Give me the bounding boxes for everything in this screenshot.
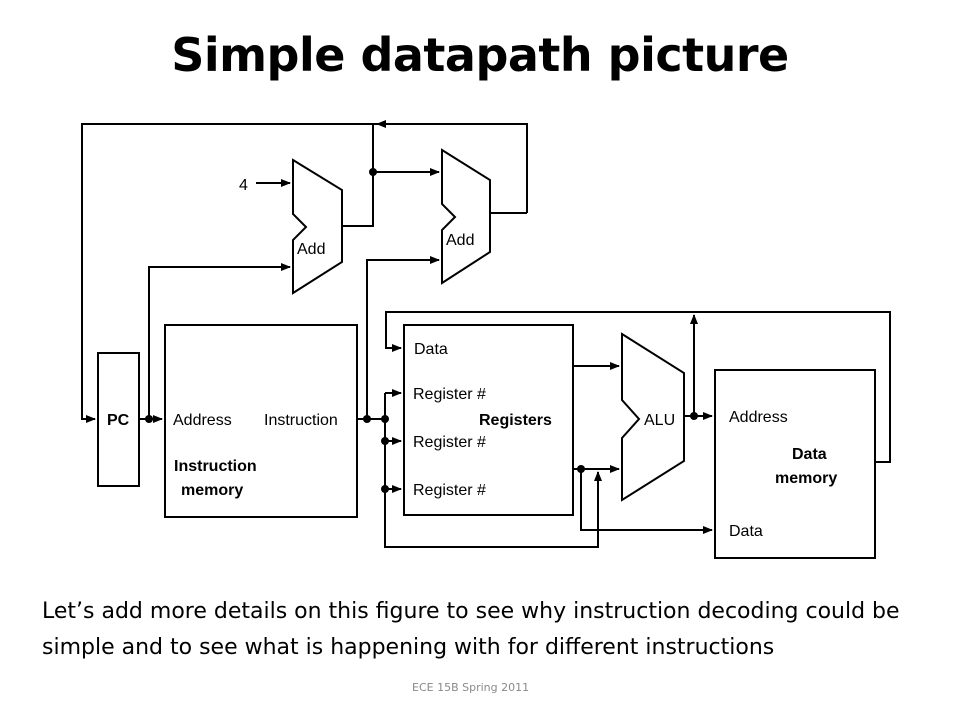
wire-pc-to-adder1 [148, 263, 291, 419]
adder-1-label: Add [297, 241, 325, 258]
adder-1-shape [292, 158, 343, 295]
dmem-title-line2: memory [775, 470, 837, 487]
slide-body-text: Let’s add more details on this figure to… [42, 599, 900, 660]
imem-instruction-label: Instruction [264, 412, 338, 429]
slide-title: Simple datapath picture [171, 28, 789, 82]
alu-shape [621, 332, 685, 502]
imem-title-line2: memory [181, 482, 243, 499]
dmem-data-label: Data [729, 523, 763, 540]
instruction-memory-box [164, 324, 358, 518]
wire-writeback [385, 311, 891, 463]
wire-adder1-out [342, 124, 374, 227]
regs-reg2-label: Register # [413, 434, 486, 451]
imem-title-line1: Instruction [174, 458, 257, 475]
regs-reg3-label: Register # [413, 482, 486, 499]
adder-2-shape [441, 148, 491, 285]
imem-address-label: Address [173, 412, 232, 429]
pc-label: PC [107, 412, 130, 429]
wire-instr-bus [384, 393, 599, 548]
wire-instr-to-adder2 [366, 256, 440, 419]
adder-2-label: Add [446, 232, 474, 249]
register-file-box [403, 324, 574, 516]
regs-data-label: Data [414, 341, 448, 358]
wire-regs-to-dmem-data [580, 469, 713, 534]
regs-reg1-label: Register # [413, 386, 486, 403]
wire-top-bus [81, 123, 528, 423]
regs-title: Registers [479, 412, 552, 429]
dmem-address-label: Address [729, 409, 788, 426]
alu-label: ALU [644, 412, 675, 429]
data-memory-box [714, 369, 876, 559]
slide-footer: ECE 15B Spring 2011 [412, 681, 530, 694]
dmem-title-line1: Data [792, 446, 827, 463]
junction-dots [145, 168, 698, 493]
const-four-label: 4 [239, 177, 248, 194]
